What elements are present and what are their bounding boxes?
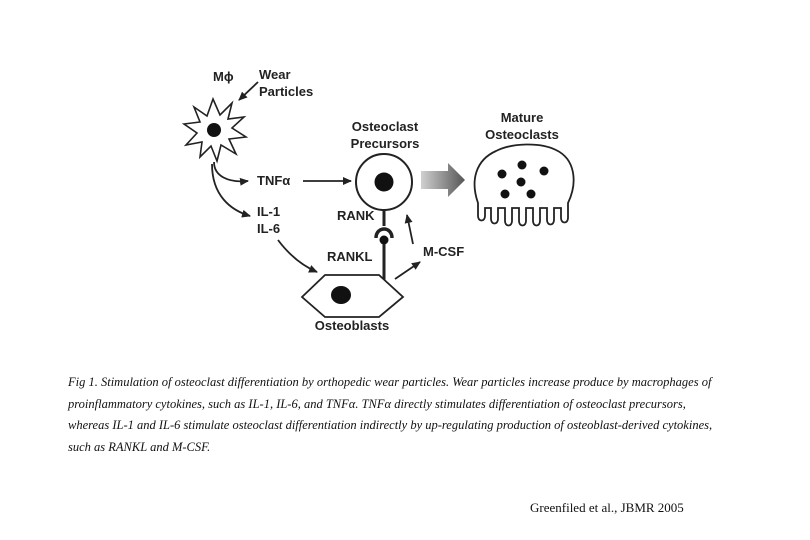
wear-particles-arrow (238, 81, 259, 101)
rank-receptor-cup (374, 227, 394, 239)
il-to-osteoblast-arrow (277, 239, 318, 273)
citation: Greenfiled et al., JBMR 2005 (530, 500, 684, 515)
osteoblast-to-mcsf-arrow (394, 261, 421, 280)
osteoblasts-label: Osteoblasts (315, 318, 389, 333)
mature-label-line2: Osteoclasts (485, 127, 559, 142)
precursors-label-line1: Osteoclast (352, 119, 419, 134)
macrophage-cell (181, 96, 249, 164)
mature-label-line1: Mature (501, 110, 544, 125)
macrophage-to-il-arrow (211, 163, 251, 218)
il1-label: IL-1 (257, 204, 280, 219)
figure-caption: Fig 1. Stimulation of osteoclast differe… (68, 372, 728, 458)
osteoclast-precursor-cell (355, 153, 413, 211)
macrophage-label: Mϕ (213, 69, 234, 84)
osteoblast-cell (300, 274, 405, 318)
differentiation-arrow (421, 163, 465, 197)
rankl-label: RANKL (327, 249, 373, 264)
osteoclast-differentiation-diagram: Mϕ Wear Particles TNFα IL-1 IL-6 Osteocl… (181, 67, 575, 333)
wear-particles-label-line1: Wear (259, 67, 291, 82)
macrophage-to-tnf-arrow (213, 161, 249, 186)
wear-particles-label-line2: Particles (259, 84, 313, 99)
il6-label: IL-6 (257, 221, 280, 236)
rank-label: RANK (337, 208, 375, 223)
mature-osteoclast-cell (473, 143, 575, 227)
precursors-label-line2: Precursors (351, 136, 420, 151)
mcsf-to-precursor-arrow (404, 214, 414, 245)
rankl-ligand (379, 235, 389, 245)
tnf-label: TNFα (257, 173, 290, 188)
mcsf-label: M-CSF (423, 244, 464, 259)
figure-caption-text: Fig 1. Stimulation of osteoclast differe… (68, 375, 713, 454)
